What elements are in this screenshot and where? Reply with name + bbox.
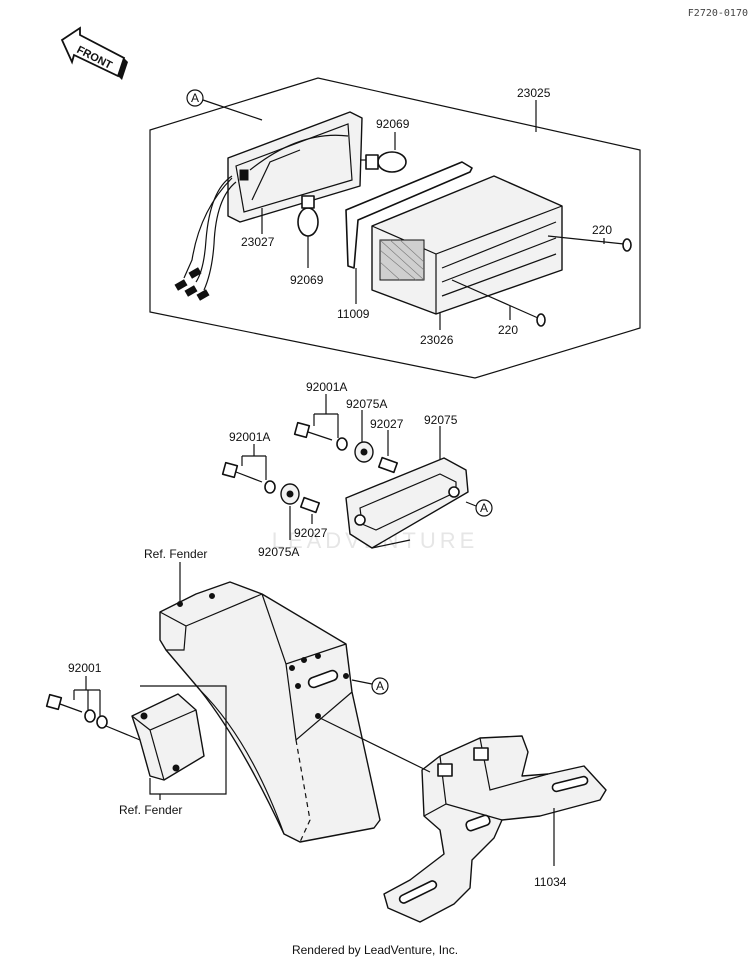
bracket-92075 [345, 457, 469, 549]
callout-a-bottom-label: A [376, 679, 384, 693]
bolt-92001a-left-icon [221, 461, 276, 494]
rear-fender [159, 581, 381, 843]
nut-92075a-top-icon [354, 441, 374, 463]
wiring-harness [174, 175, 237, 301]
label-92001: 92001 [68, 661, 102, 675]
label-92075a-bottom: 92075A [258, 545, 299, 559]
label-92075a-top: 92075A [346, 397, 387, 411]
label-92069-bottom: 92069 [290, 273, 324, 287]
screw-bottom-icon [451, 279, 546, 327]
lamp-housing [227, 111, 363, 223]
label-ref-fender-top: Ref. Fender [144, 547, 207, 561]
bulb-top-icon [360, 151, 407, 173]
nut-92075a-bottom-icon [280, 483, 300, 505]
label-220-bottom: 220 [498, 323, 518, 337]
bolt-92001a-top-icon [293, 421, 348, 451]
callout-a-top [186, 89, 204, 107]
label-11034: 11034 [534, 875, 567, 889]
callout-a-mid [475, 499, 493, 517]
label-92069-top: 92069 [376, 117, 410, 131]
footer-credit: Rendered by LeadVenture, Inc. [292, 943, 458, 957]
collar-92027-top-icon [377, 456, 399, 474]
label-92027-bottom: 92027 [294, 526, 328, 540]
assembly-box [149, 77, 641, 379]
label-23026: 23026 [420, 333, 454, 347]
callout-a-top-label: A [191, 91, 199, 105]
lens-cover [371, 175, 563, 315]
license-bracket [383, 735, 607, 923]
label-92001a-top: 92001A [306, 380, 347, 394]
callout-a-mid-label: A [480, 501, 488, 515]
label-11009: 11009 [337, 307, 370, 321]
label-23025: 23025 [517, 86, 551, 100]
fender-bracket [131, 693, 205, 781]
label-92075: 92075 [424, 413, 458, 427]
label-92001a-left: 92001A [229, 430, 270, 444]
label-220-right: 220 [592, 223, 612, 237]
lens-gasket [345, 161, 473, 269]
label-ref-fender-bottom: Ref. Fender [119, 803, 182, 817]
label-92027-top: 92027 [370, 417, 404, 431]
callout-a-bottom [371, 677, 389, 695]
bolt-92001-icon [45, 693, 108, 729]
collar-92027-bottom-icon [299, 496, 321, 514]
front-arrow-icon: FRONT [60, 26, 128, 80]
label-23027: 23027 [241, 235, 275, 249]
diagram-code: F2720-0170 [688, 8, 748, 19]
screw-right-icon [547, 235, 632, 252]
